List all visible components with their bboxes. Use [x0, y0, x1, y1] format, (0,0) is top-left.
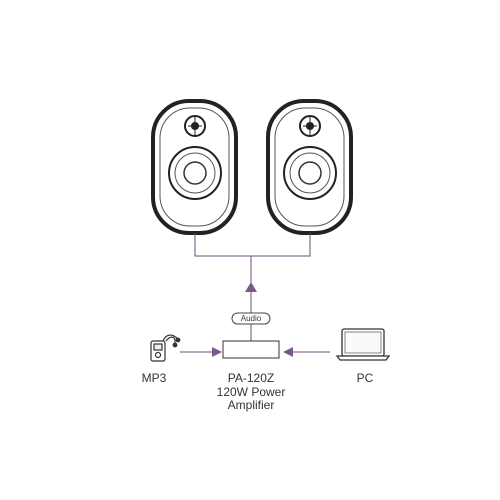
- amplifier-label: PA-120Z 120W Power Amplifier: [196, 371, 306, 413]
- right-speaker-icon: [266, 99, 353, 235]
- amplifier-box-icon: [222, 340, 280, 359]
- left-speaker-icon: [151, 99, 238, 235]
- mp3-label: MP3: [141, 371, 167, 385]
- amplifier-model: PA-120Z: [227, 371, 275, 385]
- laptop-icon: [335, 328, 391, 361]
- right-arrow-icon: [212, 347, 222, 357]
- audio-label: Audio: [240, 314, 262, 323]
- pc-label: PC: [356, 371, 374, 385]
- up-arrow-icon: [245, 282, 257, 292]
- speaker-wiring: [194, 233, 311, 283]
- amplifier-type: Amplifier: [227, 398, 275, 412]
- amplifier-power: 120W Power: [216, 384, 286, 399]
- mp3-player-icon: [150, 334, 181, 362]
- left-arrow-icon: [283, 347, 293, 357]
